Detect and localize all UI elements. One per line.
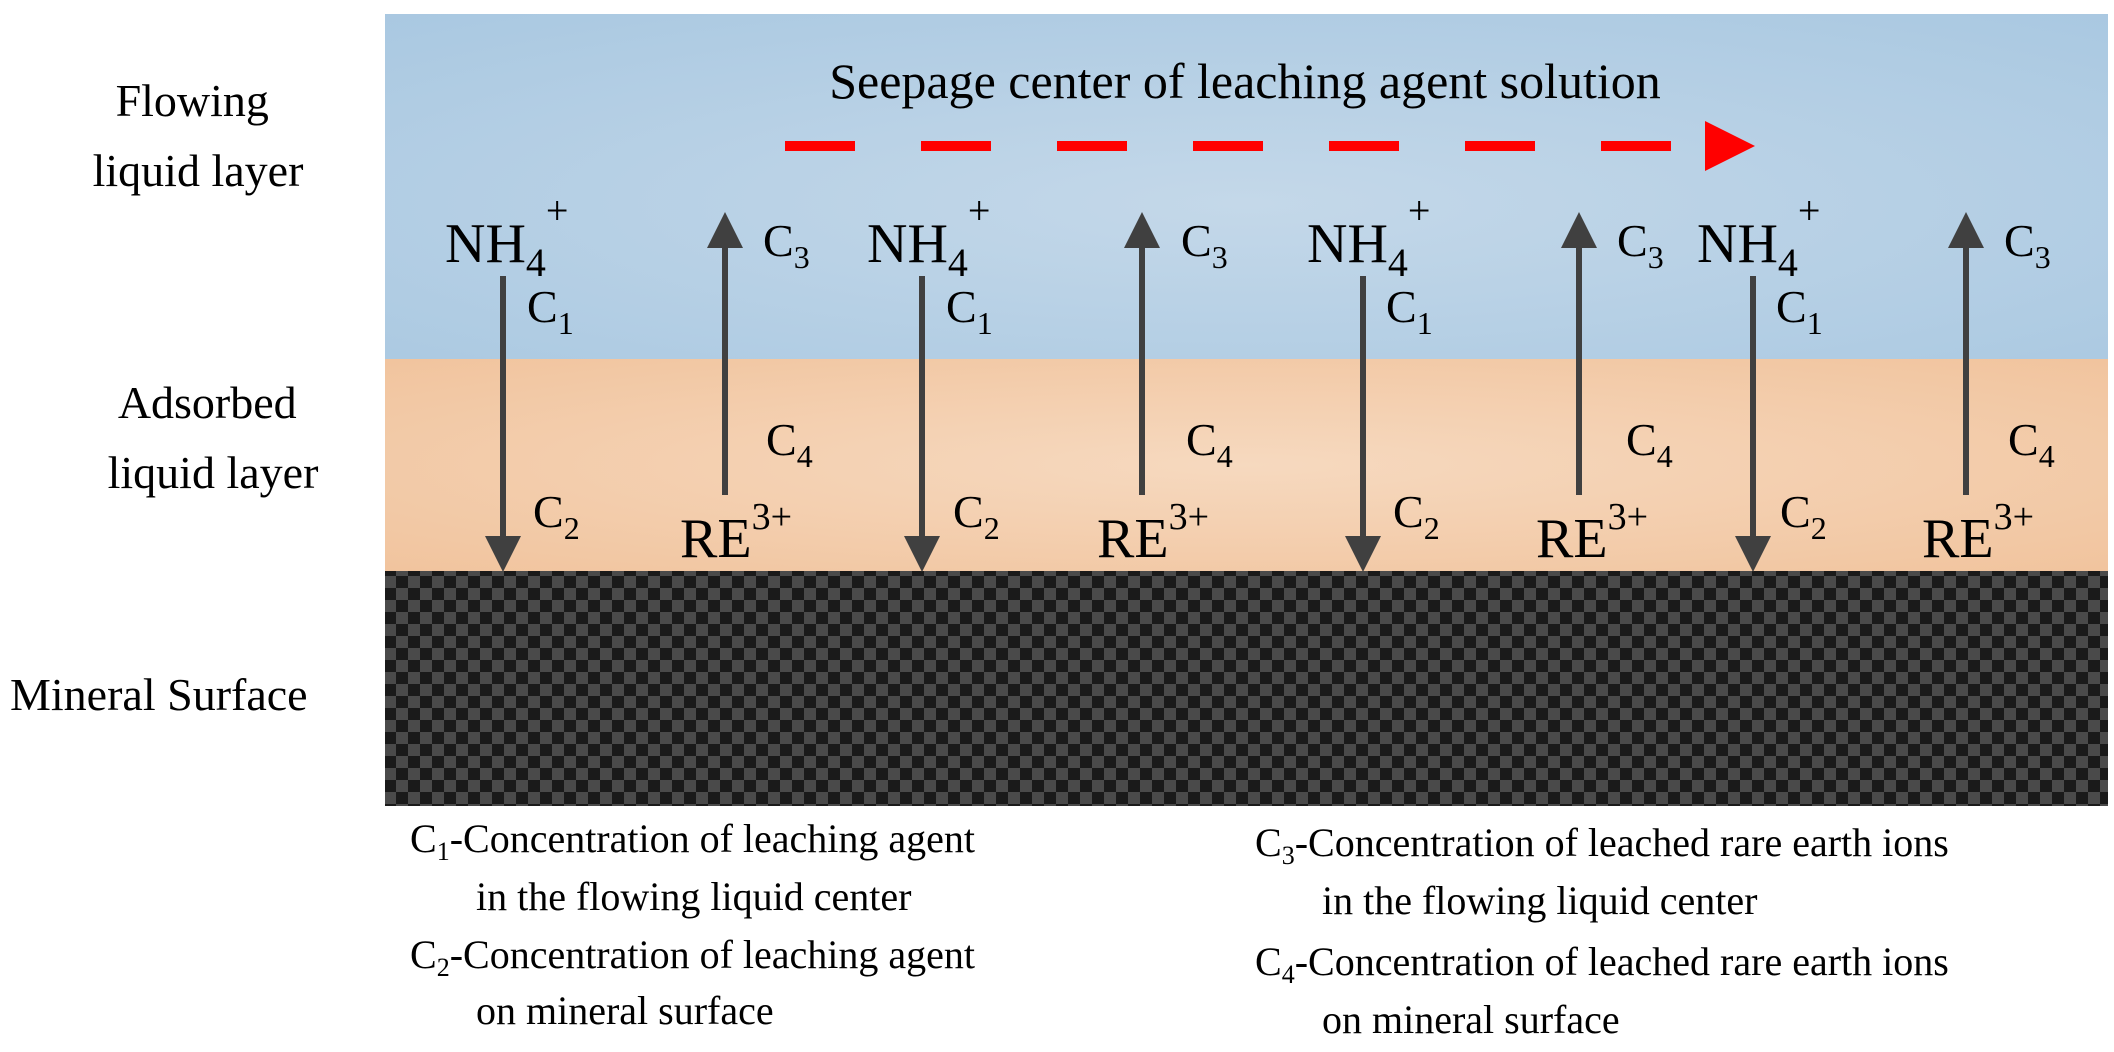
adsorbed-liquid-layer xyxy=(385,359,2108,571)
diffusion-group-3: NH4+ C1 C2 C3 C4 RE3+ xyxy=(1307,188,1673,572)
c2-label: C2 xyxy=(953,486,1000,546)
c1-label: C1 xyxy=(946,281,993,341)
legend-c4-line1: C4-Concentration of leached rare earth i… xyxy=(1255,939,1949,989)
legend-c3-line1: C3-Concentration of leached rare earth i… xyxy=(1255,820,1949,870)
c3-label: C3 xyxy=(1617,215,1664,275)
ammonium-ion-label: NH4+ xyxy=(1697,188,1820,285)
c2-label: C2 xyxy=(1393,486,1440,546)
diffusion-group-2: NH4+ C1 C2 C3 C4 RE3+ xyxy=(867,188,1233,572)
c2-label: C2 xyxy=(1780,486,1827,546)
c2-label: C2 xyxy=(533,486,580,546)
legend-c1-line1: C1-Concentration of leaching agent xyxy=(410,816,975,866)
diffusion-group-1: NH4+ C1 C2 C3 C4 RE3+ xyxy=(445,188,813,572)
seepage-label: Seepage center of leaching agent solutio… xyxy=(829,53,1661,109)
rare-earth-ion-label: RE3+ xyxy=(680,496,792,570)
mineral-surface-label: Mineral Surface xyxy=(10,669,308,720)
rare-earth-ion-label: RE3+ xyxy=(1097,496,1209,570)
legend: C1-Concentration of leaching agent in th… xyxy=(410,816,1949,1042)
legend-c1-line2: in the flowing liquid center xyxy=(476,874,911,919)
ammonium-ion-label: NH4+ xyxy=(1307,188,1430,285)
c4-label: C4 xyxy=(1186,414,1233,474)
legend-c2-line1: C2-Concentration of leaching agent xyxy=(410,932,975,982)
rare-earth-ion-label: RE3+ xyxy=(1922,496,2034,570)
c1-label: C1 xyxy=(1776,281,1823,341)
c3-label: C3 xyxy=(763,215,810,275)
legend-c3-line2: in the flowing liquid center xyxy=(1322,878,1757,923)
mineral-surface-layer xyxy=(385,571,2108,806)
legend-c4-line2: on mineral surface xyxy=(1322,997,1620,1042)
c3-label: C3 xyxy=(2004,215,2051,275)
c4-label: C4 xyxy=(1626,414,1673,474)
legend-c2-line2: on mineral surface xyxy=(476,988,774,1033)
c1-label: C1 xyxy=(1386,281,1433,341)
rare-earth-ion-label: RE3+ xyxy=(1536,496,1648,570)
c3-label: C3 xyxy=(1181,215,1228,275)
flowing-layer-label: Flowing liquid layer xyxy=(93,75,304,196)
diffusion-group-4: NH4+ C1 C2 C3 C4 RE3+ xyxy=(1697,188,2055,572)
c4-label: C4 xyxy=(766,414,813,474)
ammonium-ion-label: NH4+ xyxy=(445,188,568,285)
ammonium-ion-label: NH4+ xyxy=(867,188,990,285)
c4-label: C4 xyxy=(2008,414,2055,474)
c1-label: C1 xyxy=(527,281,574,341)
flowing-liquid-layer xyxy=(385,14,2108,359)
adsorbed-layer-label: Adsorbed liquid layer xyxy=(108,377,319,498)
